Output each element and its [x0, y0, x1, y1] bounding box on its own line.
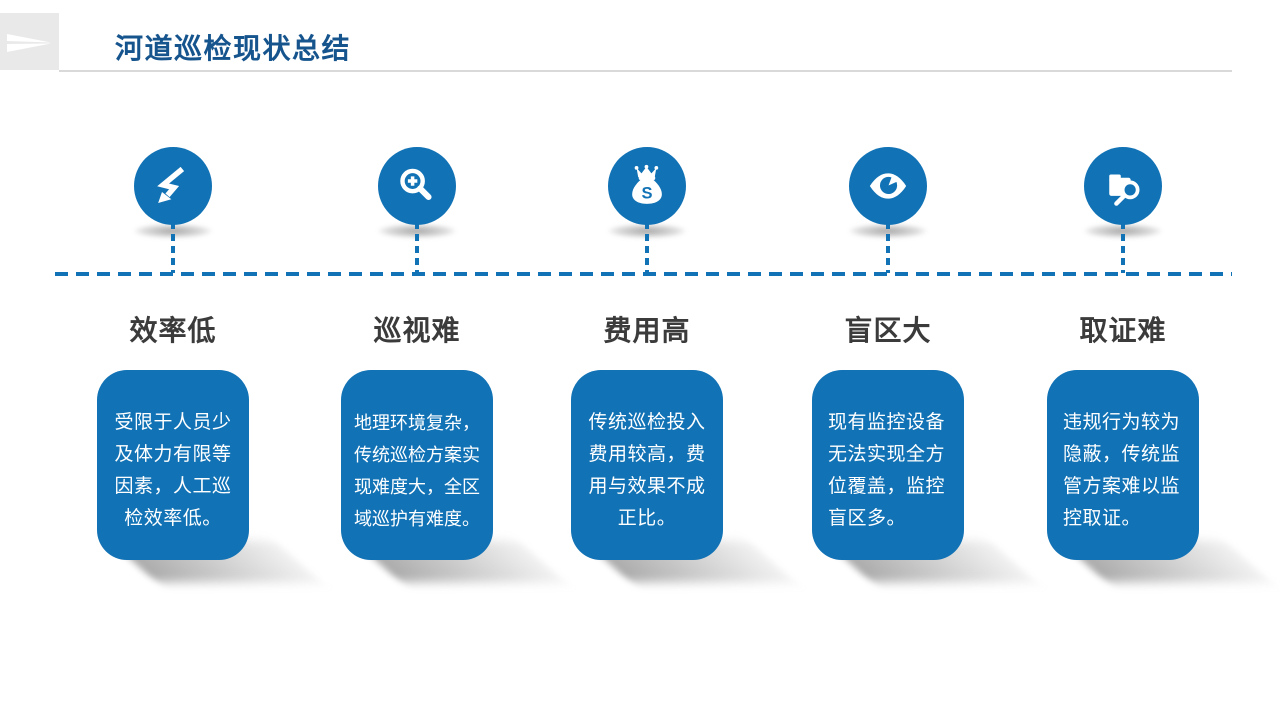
card-line: 现有监控设备 — [828, 412, 946, 433]
flash-arrow-icon — [157, 166, 185, 204]
section-heading: 效率低 — [129, 315, 217, 346]
info-card: 地理环境复杂， 传统巡检方案实 现难度大，全区 域巡护有难度。 — [341, 370, 493, 560]
card-line: 正比。 — [617, 508, 677, 529]
card-line: 传统巡检方案实 — [354, 445, 480, 465]
magnifier-plus-icon — [400, 168, 432, 201]
info-card: 受限于人员少 及体力有限等 因素，人工巡 检效率低。 — [97, 370, 249, 560]
card-line: 现难度大，全区 — [354, 477, 480, 497]
info-card: 违规行为较为 隐蔽，传统监 管方案难以监 控取证。 — [1047, 370, 1199, 560]
money-bag-icon: S — [632, 164, 662, 204]
card-line: 控取证。 — [1063, 508, 1142, 529]
connector-dashed-line — [886, 222, 890, 273]
card-line: 因素，人工巡 — [114, 476, 232, 497]
connector-dashed-line — [171, 222, 175, 273]
eye-icon — [869, 173, 907, 199]
info-card: 现有监控设备 无法实现全方 位覆盖，监控 盲区多。 — [812, 370, 964, 560]
section-heading: 费用高 — [603, 315, 691, 346]
icon-circle — [378, 147, 456, 225]
info-card: 传统巡检投入 费用较高，费 用与效果不成 正比。 — [571, 370, 723, 560]
dollar-symbol: S — [641, 185, 652, 203]
icon-circle — [849, 147, 927, 225]
card-line: 管方案难以监 — [1063, 476, 1181, 497]
card-line: 域巡护有难度。 — [354, 509, 480, 529]
icon-circle — [134, 147, 212, 225]
card-line: 违规行为较为 — [1063, 412, 1181, 433]
card-line: 及体力有限等 — [114, 444, 232, 465]
connector-dashed-line — [645, 222, 649, 273]
logo-badge — [0, 13, 59, 70]
card-line: 隐蔽，传统监 — [1063, 444, 1181, 465]
page-title: 河道巡检现状总结 — [115, 33, 352, 64]
section-heading: 盲区大 — [844, 315, 932, 346]
card-line: 传统巡检投入 — [588, 412, 706, 433]
timeline-dashed-line — [55, 272, 1232, 276]
card-line: 用与效果不成 — [588, 476, 706, 497]
section-heading: 巡视难 — [373, 315, 461, 346]
header-divider — [59, 70, 1232, 72]
card-line: 受限于人员少 — [114, 412, 232, 433]
card-line: 盲区多。 — [828, 508, 907, 529]
paper-plane-icon — [7, 34, 51, 52]
card-line: 位覆盖，监控 — [828, 476, 946, 497]
card-line: 费用较高，费 — [588, 444, 706, 465]
section-heading: 取证难 — [1079, 315, 1167, 346]
folder-search-icon — [1109, 174, 1140, 206]
connector-dashed-line — [415, 222, 419, 273]
icon-circle: S — [608, 147, 686, 225]
card-line: 无法实现全方 — [828, 444, 946, 465]
card-line: 检效率低。 — [124, 508, 222, 529]
connector-dashed-line — [1121, 222, 1125, 273]
card-line: 地理环境复杂， — [354, 413, 480, 433]
icon-circle — [1084, 147, 1162, 225]
